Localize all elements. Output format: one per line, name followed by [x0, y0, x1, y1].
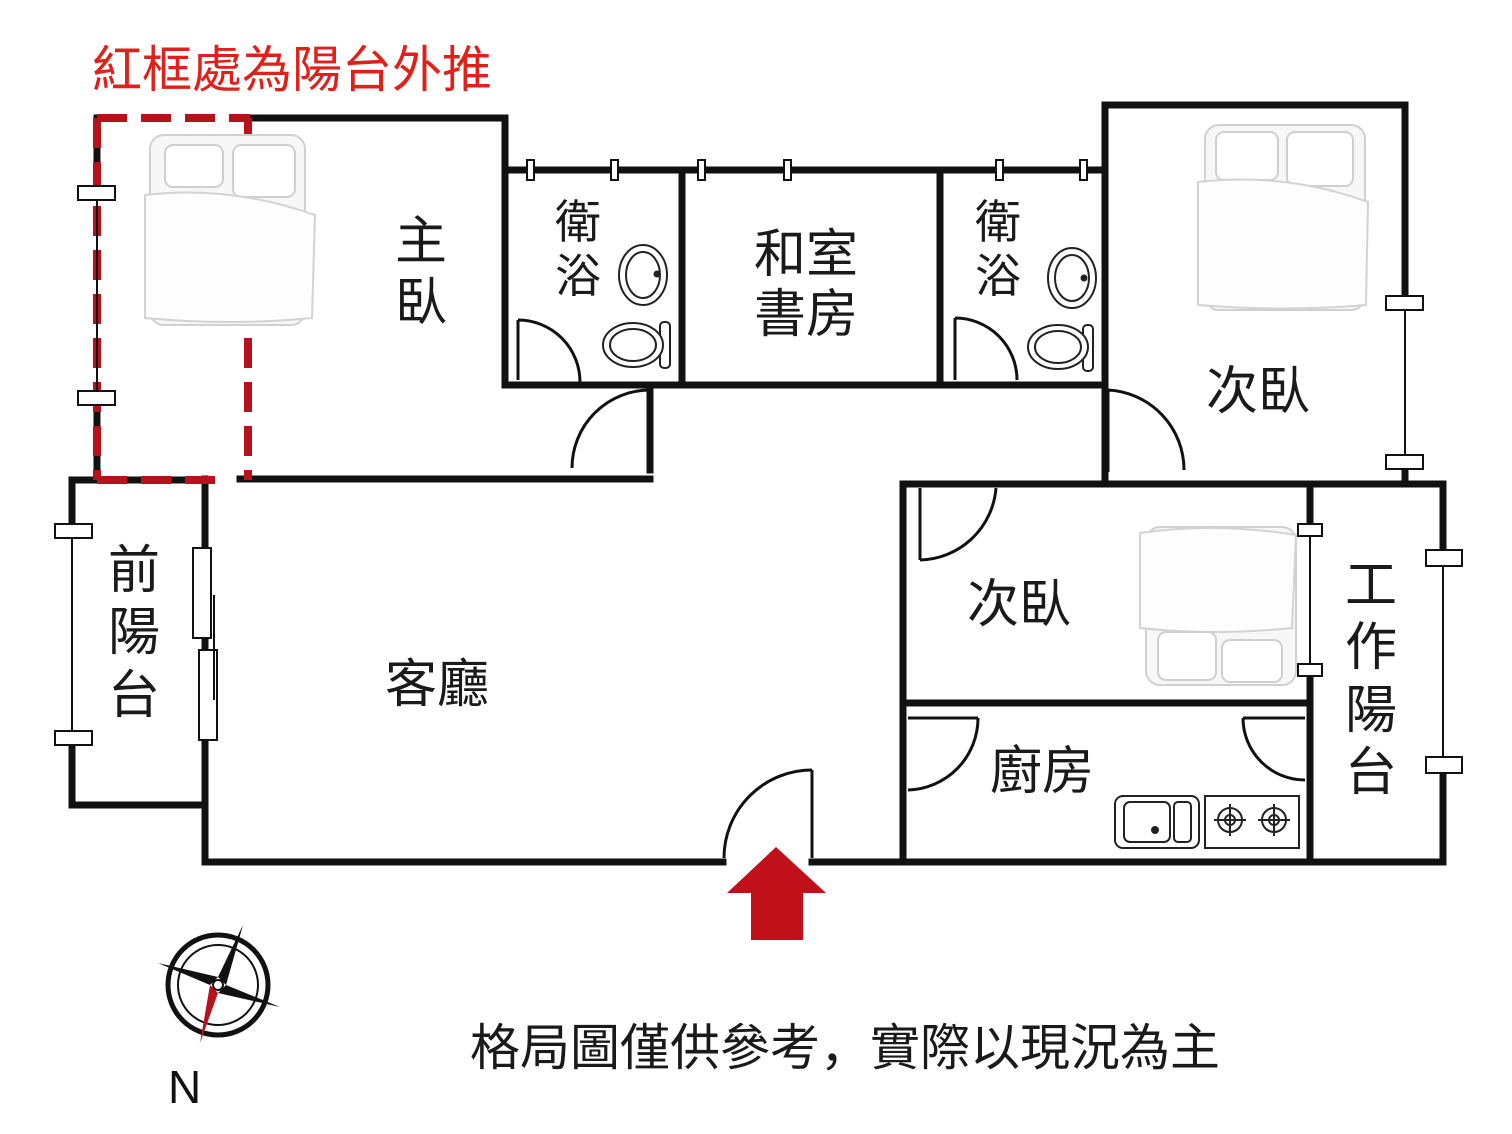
windows — [54, 159, 1463, 774]
balcony-extension-note: 紅框處為陽台外推 — [92, 41, 492, 99]
master-bedroom-wall — [246, 114, 654, 389]
stove-icon — [1204, 795, 1300, 849]
disclaimer-text: 格局圖僅供參考，實際以現況為主 — [470, 1019, 1220, 1077]
east-block-wall — [899, 480, 1447, 866]
room-label-master-bedroom: 主臥 — [395, 212, 448, 334]
room-label-bath-right: 衛浴 — [975, 195, 1021, 304]
ne-bedroom-wall — [1101, 101, 1409, 389]
bath-fixtures — [602, 244, 1097, 372]
walls — [68, 101, 1447, 866]
room-label-work-balcony: 工作陽台 — [1345, 556, 1398, 804]
bed-icon — [1139, 526, 1298, 686]
compass-north-label: N — [168, 1061, 202, 1113]
compass-icon — [158, 925, 280, 1043]
doors — [516, 316, 1306, 859]
room-label-bath-left: 衛浴 — [555, 195, 601, 304]
room-label-living-room: 客廳 — [385, 655, 490, 715]
bed-icon — [1197, 124, 1370, 311]
room-label-bedroom-e: 次臥 — [967, 575, 1072, 635]
sliding-door — [192, 547, 218, 741]
room-label-study: 和室書房 — [754, 225, 859, 346]
room-label-bedroom-ne: 次臥 — [1206, 362, 1311, 422]
bed-icon — [144, 134, 317, 326]
front-balcony-south-wall — [68, 736, 204, 809]
entrance-arrow-icon — [727, 847, 826, 940]
sink-icon — [1114, 795, 1200, 849]
room-label-kitchen: 廚房 — [990, 742, 1095, 802]
room-label-front-balcony: 前陽台 — [108, 541, 161, 726]
